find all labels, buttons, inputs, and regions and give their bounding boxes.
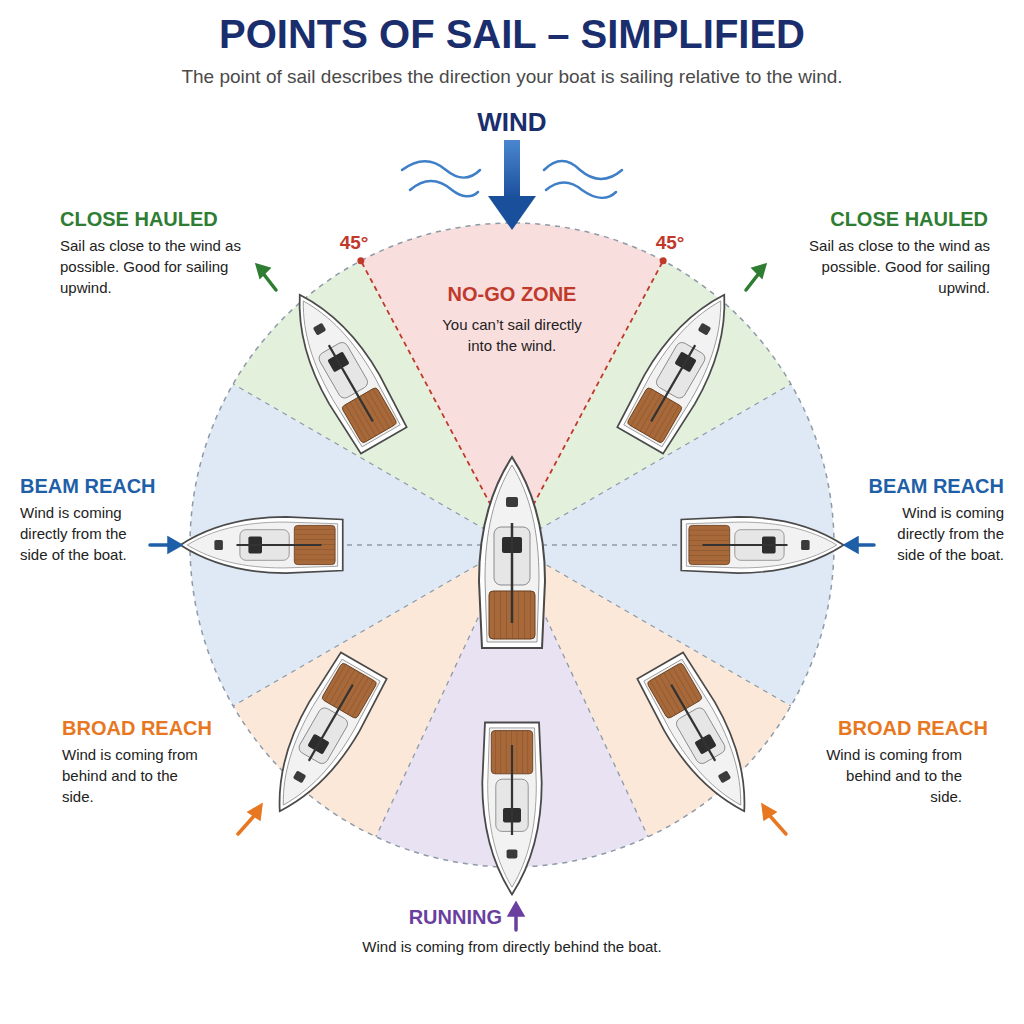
boom (237, 544, 322, 546)
point-heading: RUNNING (300, 903, 502, 931)
no-go-zone: NO-GO ZONE You can’t sail directly into t… (432, 276, 592, 360)
subtitle: The point of sail describes the directio… (72, 64, 952, 91)
wave-line (402, 161, 480, 178)
point-heading: CLOSE HAULED (60, 205, 280, 233)
deck (642, 658, 761, 817)
boat (635, 651, 769, 826)
hull (180, 517, 342, 573)
hull (482, 723, 541, 895)
point-heading: BROAD REACH (738, 714, 988, 742)
point-description: Wind is coming from directly behind the … (362, 936, 662, 957)
direction-arrows (150, 264, 874, 930)
angle-dot (660, 257, 667, 264)
title: POINTS OF SAIL – SIMPLIFIED (0, 12, 1024, 57)
hull (681, 517, 843, 573)
wind-arrow-small-head (762, 804, 776, 820)
deck (686, 522, 836, 568)
point-description: Wind is coming directly from the side of… (876, 502, 1004, 565)
fore-hatch (293, 770, 307, 783)
wave-line (544, 161, 622, 179)
deck (488, 728, 537, 887)
wind-arrow-head (488, 196, 536, 230)
wind-label: WIND (452, 104, 572, 140)
wind-arrow-small (770, 816, 786, 834)
zone-heading: NO-GO ZONE (438, 280, 586, 308)
point-description: Wind is coming directly from the side of… (20, 502, 148, 565)
boat (615, 280, 749, 455)
heading-arrow-head (256, 264, 270, 278)
point-heading: BROAD REACH (62, 714, 282, 742)
wind-arrow-small-head (168, 537, 182, 553)
sector-circle (190, 223, 834, 867)
boat (479, 457, 545, 648)
heading-arrow-head (752, 264, 766, 278)
boom (671, 685, 715, 761)
angle-label: 45° (642, 230, 698, 257)
wind-sectors (190, 223, 834, 867)
fore-hatch (718, 770, 732, 783)
boom (511, 523, 514, 623)
hull (615, 280, 749, 455)
point-heading: BEAM REACH (754, 472, 1004, 500)
deck (263, 658, 382, 817)
fore-hatch (801, 540, 810, 550)
boat (255, 651, 389, 826)
angle-label: 45° (326, 230, 382, 257)
deck (187, 522, 337, 568)
fore-hatch (313, 323, 327, 336)
wind-arrow-small (238, 816, 254, 834)
sector-divider (512, 544, 834, 545)
fore-hatch (507, 849, 518, 858)
boats (180, 280, 843, 894)
point-description: Sail as close to the wind as possible. G… (790, 235, 990, 298)
point-description: Sail as close to the wind as possible. G… (60, 235, 250, 298)
boom (703, 544, 788, 546)
wind-arrow-shaft (504, 140, 520, 198)
wave-line (546, 183, 616, 198)
hull (635, 651, 769, 826)
boat (681, 517, 843, 573)
fore-hatch (506, 497, 518, 507)
boat (482, 723, 541, 895)
point-description: Wind is coming from behind and to the si… (62, 744, 212, 807)
zone-description: You can’t sail directly into the wind. (438, 314, 586, 356)
deck (485, 465, 539, 642)
wind-arrow (488, 140, 536, 230)
point-description: Wind is coming from behind and to the si… (812, 744, 962, 807)
sector-divider (190, 544, 512, 545)
fore-hatch (214, 540, 223, 550)
hull (275, 280, 409, 455)
boat (275, 280, 409, 455)
point-heading: CLOSE HAULED (738, 205, 988, 233)
fore-hatch (698, 323, 712, 336)
boom (511, 745, 513, 835)
angle-dot (357, 257, 364, 264)
wind-arrow-small-head (248, 804, 262, 820)
wind-waves (402, 161, 622, 198)
wave-line (410, 181, 478, 196)
boom (329, 345, 373, 421)
hull (255, 651, 389, 826)
wind-arrow-small (150, 543, 170, 547)
boat (180, 517, 342, 573)
deck (622, 289, 741, 448)
point-heading: BEAM REACH (20, 472, 240, 500)
boom (309, 685, 353, 761)
hull (479, 457, 545, 648)
wind-arrow-small-head (508, 902, 524, 916)
wind-arrow-small-head (844, 537, 858, 553)
deck (283, 289, 402, 448)
boom (651, 345, 695, 421)
